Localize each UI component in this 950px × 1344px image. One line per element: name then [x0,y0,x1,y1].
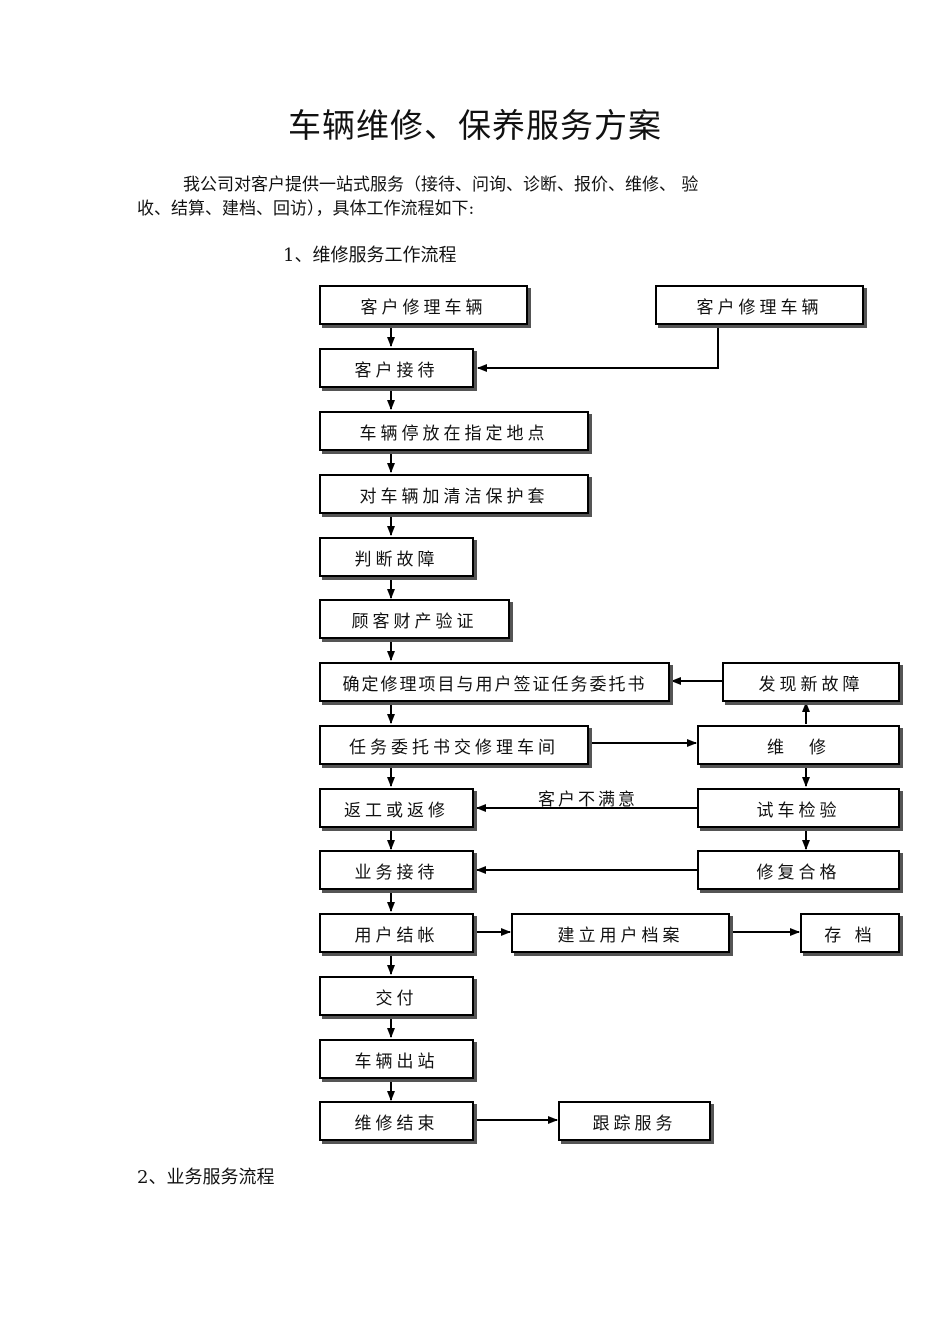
arrow-right-to-reception [477,325,719,372]
node-repair: 维 修 [697,725,900,765]
node-archive-create: 建立用户档案 [511,913,730,953]
node-reception: 客户接待 [319,348,474,388]
node-exit: 车辆出站 [319,1039,474,1079]
node-settlement: 用户结帐 [319,913,474,953]
node-cover: 对车辆加清洁保护套 [319,474,589,514]
node-confirm-items: 确定修理项目与用户签证任务委托书 [319,662,670,702]
node-customer-repair-left: 客户修理车辆 [319,285,528,325]
node-service-reception: 业务接待 [319,850,474,890]
section-1-heading: 1、维修服务工作流程 [283,245,457,266]
intro-line-1: 我公司对客户提供一站式服务（接待、问询、诊断、报价、维修、 验 [183,175,699,195]
node-archive-store: 存 档 [800,913,900,953]
node-customer-repair-right: 客户修理车辆 [655,285,864,325]
node-repair-end: 维修结束 [319,1101,474,1141]
node-follow-up: 跟踪服务 [558,1101,711,1141]
node-new-fault: 发现新故障 [722,662,900,702]
node-diagnose: 判断故障 [319,537,474,577]
node-delivery: 交付 [319,976,474,1016]
edge-label-unsatisfied: 客户不满意 [538,790,638,810]
node-rework: 返工或返修 [319,788,474,828]
node-park: 车辆停放在指定地点 [319,411,589,451]
node-repair-ok: 修复合格 [697,850,900,890]
node-workorder-to-shop: 任务委托书交修理车间 [319,725,589,765]
page-title: 车辆维修、保养服务方案 [288,106,662,145]
node-test-drive: 试车检验 [697,788,900,828]
node-property-check: 顾客财产验证 [319,599,510,639]
intro-line-2: 收、结算、建档、回访），具体工作流程如下: [137,199,475,219]
section-2-heading: 2、业务服务流程 [137,1167,275,1188]
